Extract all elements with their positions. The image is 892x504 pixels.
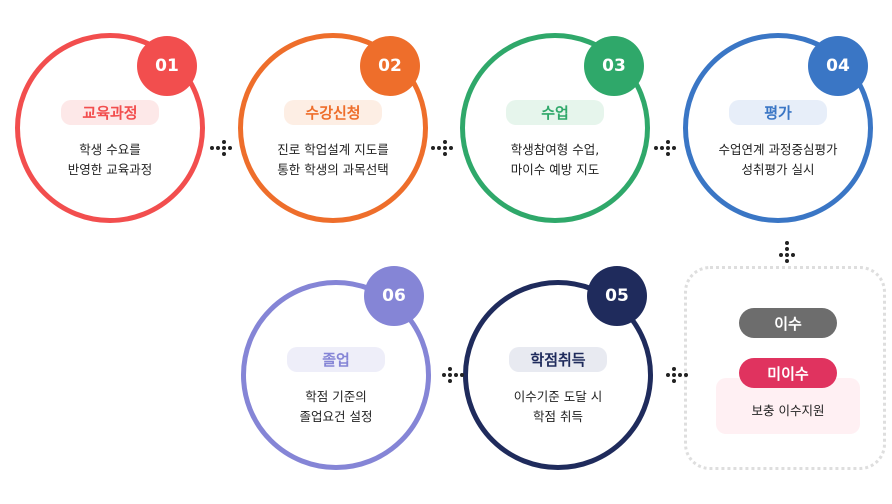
step-04-description: 수업연계 과정중심평가 성취평가 실시 xyxy=(718,142,838,177)
arrow-left-icon xyxy=(442,367,464,383)
step-03-description: 학생참여형 수업, 마이수 예방 지도 xyxy=(510,142,600,177)
step-01-badge: 01 xyxy=(137,36,197,96)
complete-pill: 이수 xyxy=(739,308,837,338)
step-06-badge: 06 xyxy=(364,266,424,326)
step-06-title: 졸업 xyxy=(287,347,385,372)
arrow-right-icon xyxy=(210,140,232,156)
step-05-badge: 05 xyxy=(587,266,647,326)
step-02-badge: 02 xyxy=(360,36,420,96)
arrow-right-icon xyxy=(431,140,453,156)
step-06-description: 학점 기준의 졸업요건 설정 xyxy=(299,389,373,424)
step-02-description: 진로 학업설계 지도를 통한 학생의 과목선택 xyxy=(277,142,389,177)
step-04-title: 평가 xyxy=(729,100,827,125)
arrow-right-icon xyxy=(654,140,676,156)
step-02-title: 수강신청 xyxy=(284,100,382,125)
arrow-down-icon xyxy=(779,241,795,263)
step-05-title: 학점취득 xyxy=(509,347,607,372)
step-03-title: 수업 xyxy=(506,100,604,125)
step-03-badge: 03 xyxy=(584,36,644,96)
step-01-description: 학생 수요를 반영한 교육과정 xyxy=(67,142,153,177)
step-05-circle: 학점취득 이수기준 도달 시 학점 취득 xyxy=(463,280,653,470)
incomplete-pill: 미이수 xyxy=(739,358,837,388)
arrow-left-icon xyxy=(666,367,688,383)
step-04-badge: 04 xyxy=(808,36,868,96)
step-05-description: 이수기준 도달 시 학점 취득 xyxy=(513,389,603,424)
step-01-title: 교육과정 xyxy=(61,100,159,125)
